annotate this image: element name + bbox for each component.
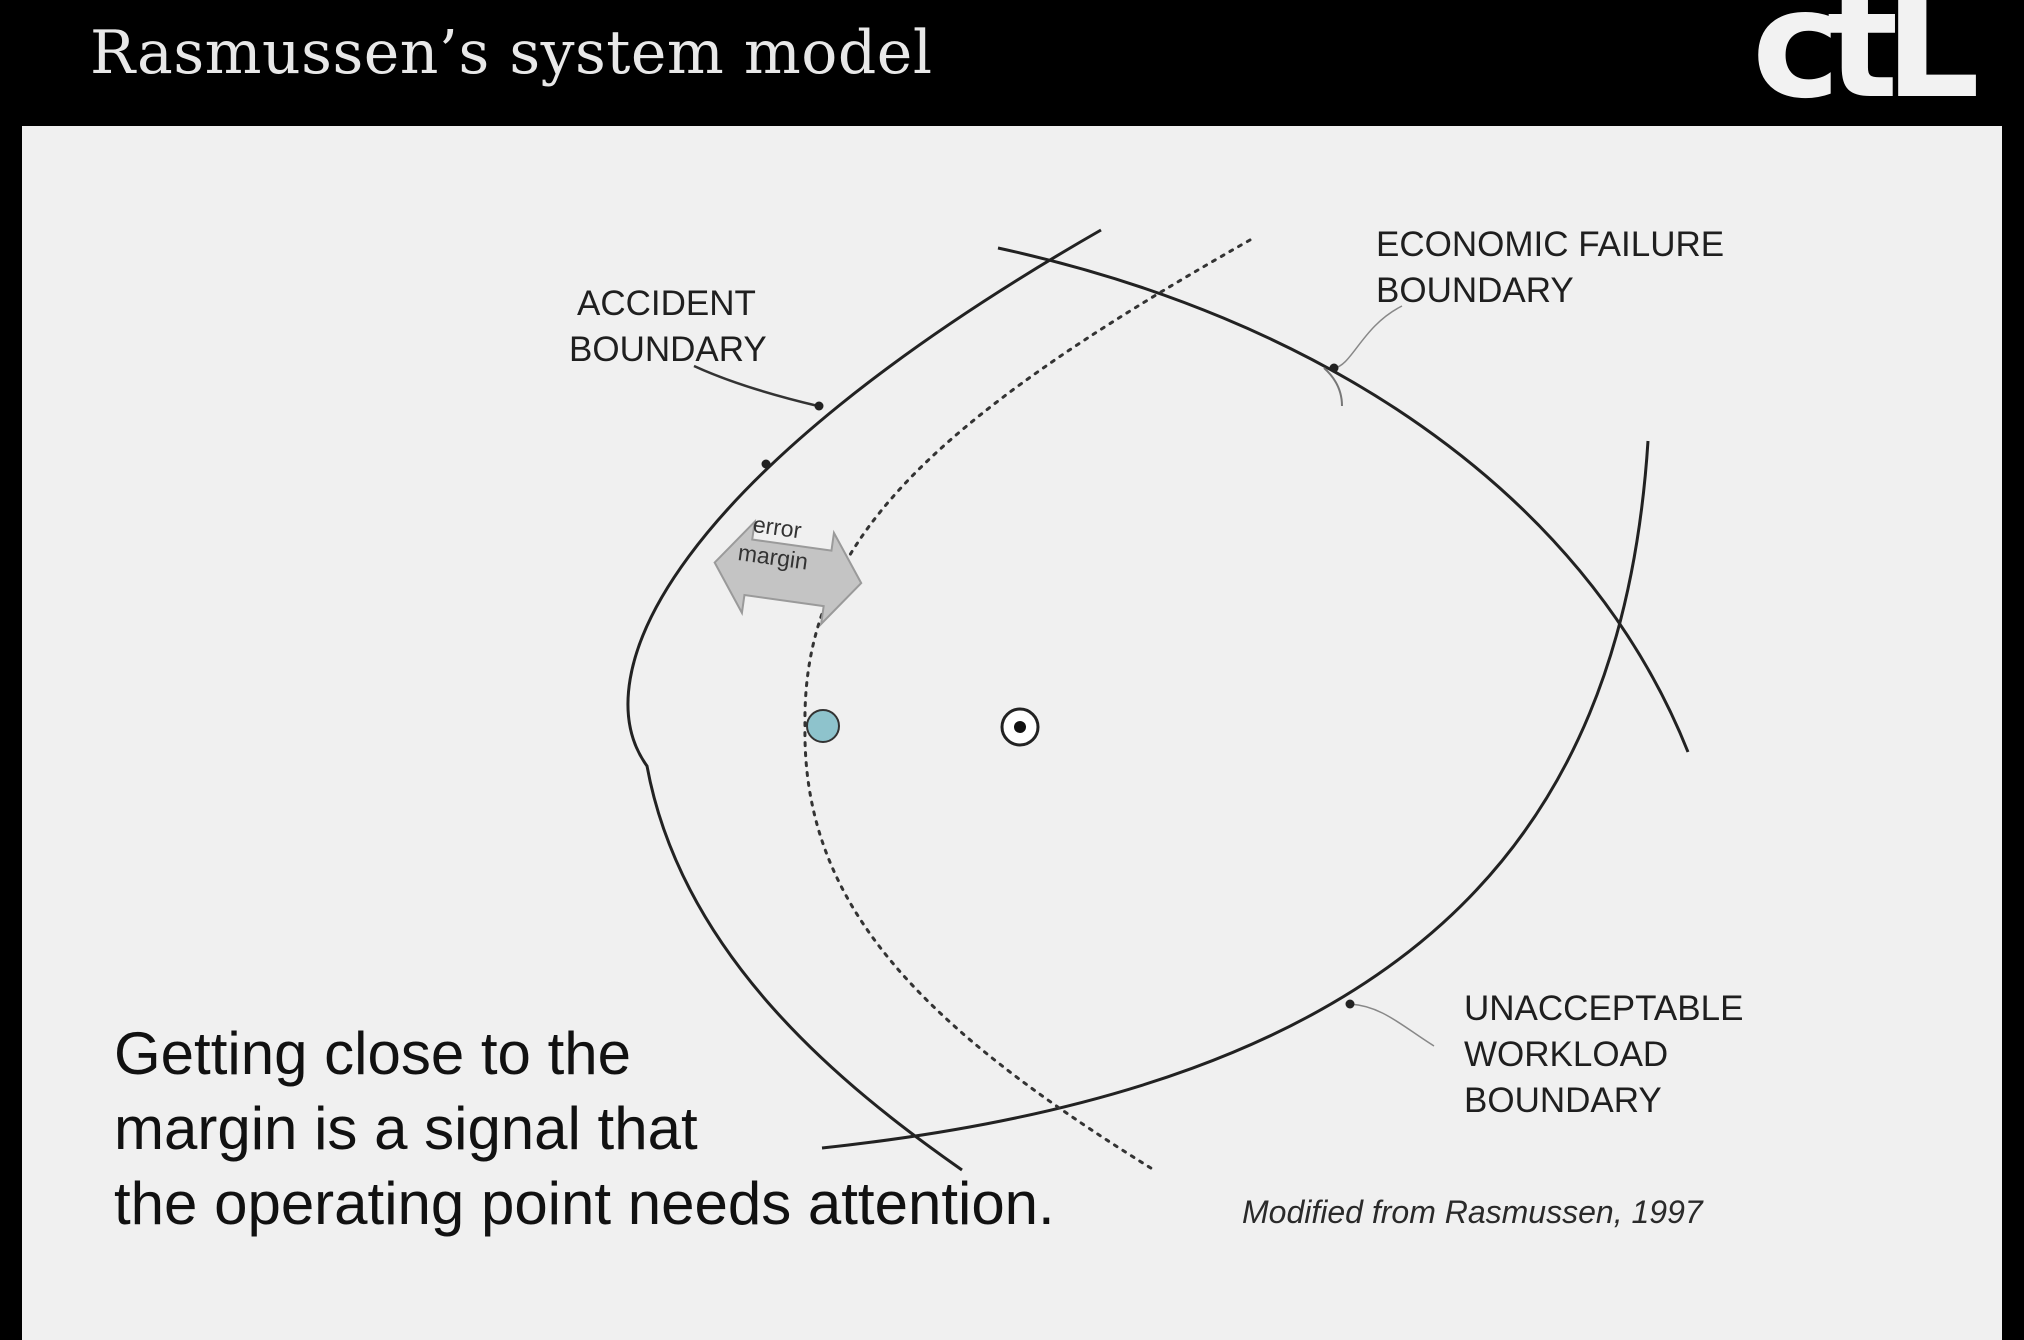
center-target-inner [1014,721,1026,733]
economic-failure-boundary-label: ECONOMIC FAILURE BOUNDARY [1376,225,1725,310]
economic-boundary-curve-main [997,246,1690,753]
error-margin-dotted-curve [803,238,1252,1172]
workload-boundary-dot [1345,999,1355,1009]
error-margin-arrow [713,518,863,627]
error-margin-label: error margin [736,510,810,575]
economic-boundary-dot [1329,363,1339,373]
slide-caption: Getting close to the margin is a signal … [114,1016,1055,1241]
ctl-logo: ctL [1752,0,1980,126]
source-credit: Modified from Rasmussen, 1997 [1242,1194,1703,1230]
workload-boundary-curve [821,440,1650,1150]
accident-boundary-label: ACCIDENT BOUNDARY [569,284,767,369]
caption-line-3: the operating point needs attention. [114,1170,1055,1237]
slide-content: ACCIDENT BOUNDARY ECONOMIC FAILURE BOUND… [22,126,2002,1340]
accident-boundary-curve [626,228,1102,1172]
system-model-diagram [626,228,1690,1172]
caption-line-1: Getting close to the [114,1020,631,1087]
caption-line-2: margin is a signal that [114,1095,698,1162]
logo-text: ctL [1751,0,1980,132]
workload-boundary-label: UNACCEPTABLE WORKLOAD BOUNDARY [1464,989,1744,1120]
economic-leader [1333,305,1403,369]
accident-leader-dot [814,401,824,411]
workload-leader-line [1349,1003,1435,1047]
slide-title: Rasmussen’s system model [90,18,933,88]
economic-leader-line [1323,367,1343,407]
accident-boundary-dot [761,459,771,469]
accident-leader-line [693,364,819,408]
operating-point-marker [806,709,840,743]
